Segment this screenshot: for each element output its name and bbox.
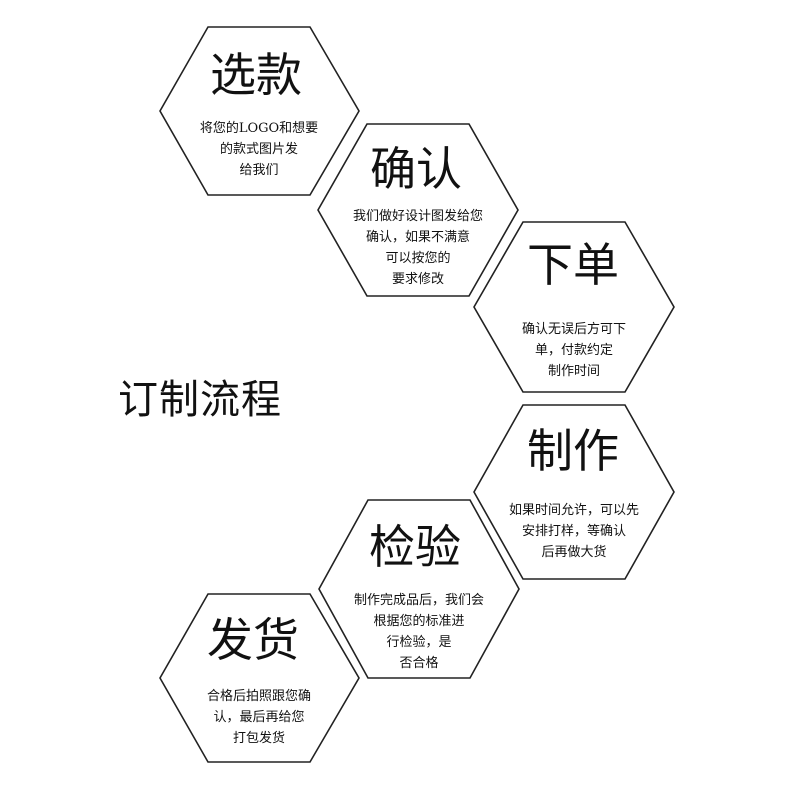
desc-line: 确认，如果不满意	[365, 230, 470, 245]
hex-step-order	[473, 221, 675, 393]
step-ship-title: 发货	[207, 613, 299, 667]
desc-line: 制作时间	[547, 364, 600, 379]
desc-line: 将您的LOGO和想要	[199, 121, 319, 136]
step-order-title: 下单	[527, 238, 619, 292]
desc-line: 我们做好设计图发给您	[352, 209, 483, 224]
page-title: 订制流程	[118, 377, 282, 423]
desc-line: 行检验，是	[386, 635, 452, 650]
step-produce-title: 制作	[527, 424, 619, 478]
desc-line: 给我们	[239, 163, 279, 178]
step-inspect-title: 检验	[369, 520, 461, 574]
desc-line: 确认无误后方可下	[521, 322, 626, 337]
desc-line: 单，付款约定	[534, 343, 613, 358]
desc-line: 如果时间允许，可以先	[508, 503, 639, 518]
hex-step-select	[159, 26, 360, 196]
step-inspect-desc: 制作完成品后，我们会 根据您的标准进 行检验，是 否合格	[324, 590, 514, 674]
desc-line: 打包发货	[232, 731, 285, 746]
step-confirm-desc: 我们做好设计图发给您 确认，如果不满意 可以按您的 要求修改	[323, 206, 513, 290]
desc-line: 合格后拍照跟您确	[206, 689, 311, 704]
desc-line: 的款式图片发	[219, 142, 298, 157]
desc-line: 否合格	[399, 656, 439, 671]
hex-step-inspect	[318, 499, 520, 679]
step-select-desc: 将您的LOGO和想要 的款式图片发 给我们	[169, 118, 349, 181]
desc-line: 可以按您的	[385, 251, 451, 266]
step-produce-desc: 如果时间允许，可以先 安排打样，等确认 后再做大货	[479, 500, 669, 563]
desc-line: 制作完成品后，我们会	[353, 593, 484, 608]
hex-step-confirm	[317, 123, 519, 297]
desc-line: 后再做大货	[541, 545, 607, 560]
desc-line: 安排打样，等确认	[521, 524, 626, 539]
step-order-desc: 确认无误后方可下 单，付款约定 制作时间	[484, 319, 664, 382]
step-select-title: 选款	[210, 48, 302, 102]
step-ship-desc: 合格后拍照跟您确 认，最后再给您 打包发货	[169, 686, 349, 749]
step-confirm-title: 确认	[370, 142, 462, 196]
desc-line: 要求修改	[391, 272, 444, 287]
desc-line: 根据您的标准进	[373, 614, 465, 629]
hex-step-ship	[159, 593, 360, 763]
hex-step-produce	[473, 404, 675, 580]
desc-line: 认，最后再给您	[213, 710, 305, 725]
